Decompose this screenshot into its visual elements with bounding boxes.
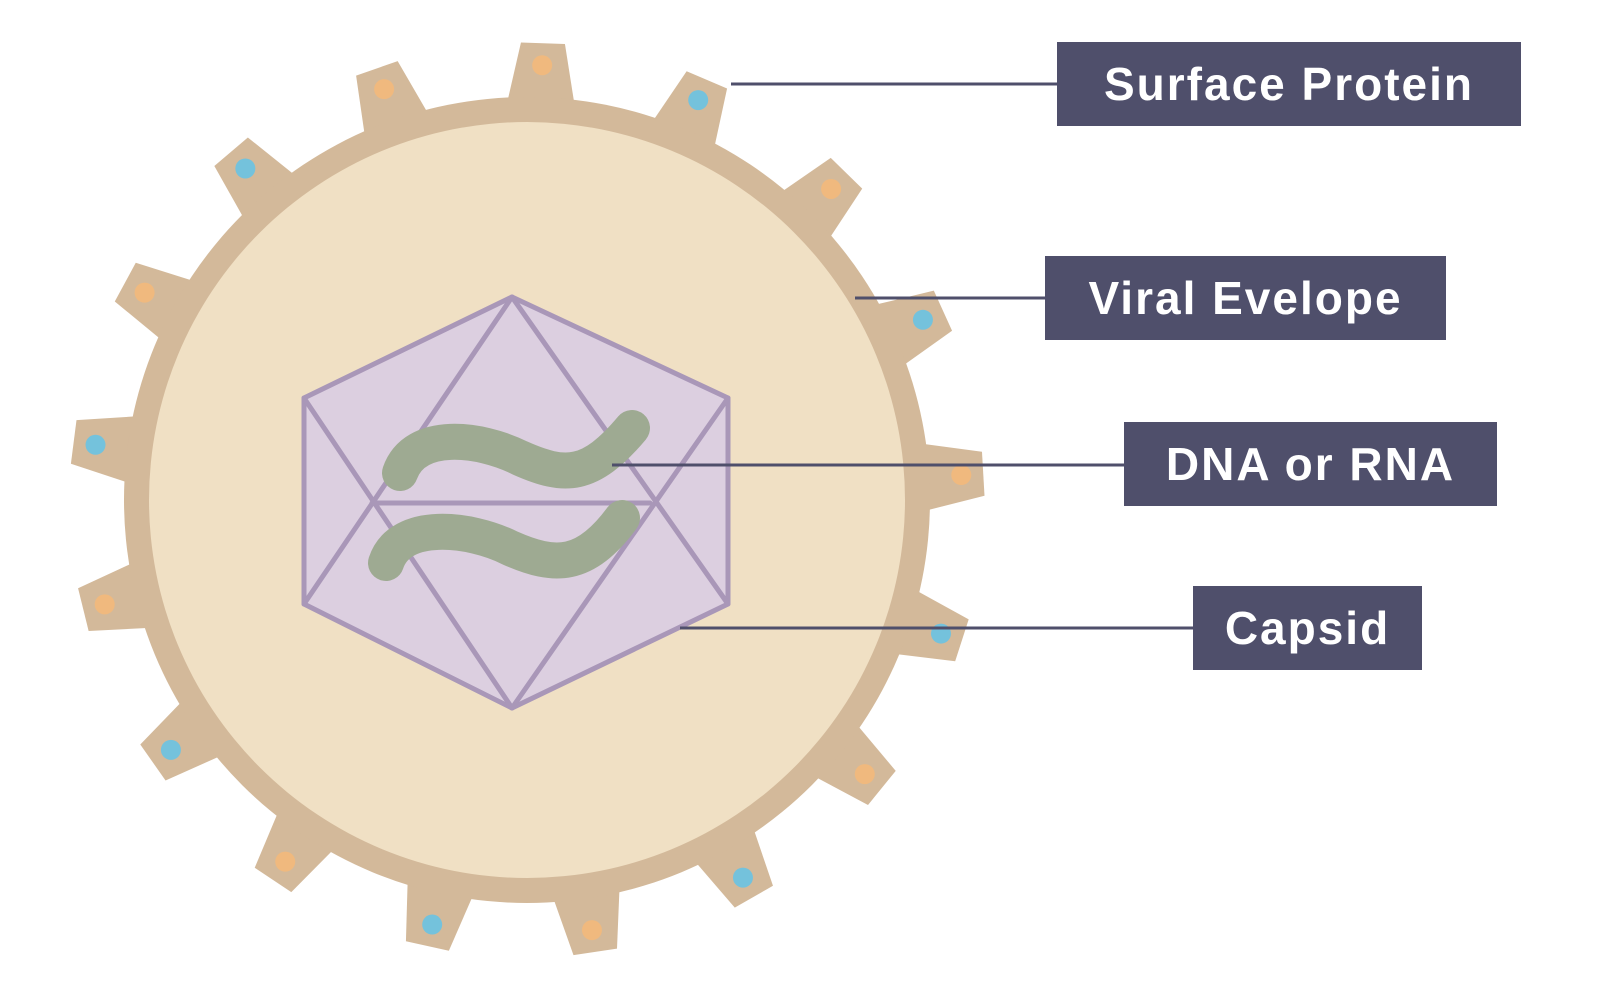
surface-protein-marker	[235, 158, 256, 179]
surface-protein-spike	[214, 137, 298, 221]
genome-strand	[368, 500, 640, 581]
surface-protein-marker	[532, 55, 553, 76]
surface-protein-marker	[160, 739, 181, 760]
surface-protein-marker	[581, 920, 602, 941]
surface-protein-marker	[422, 914, 443, 935]
surface-protein-spike	[812, 722, 896, 806]
surface-protein-spike	[778, 157, 863, 242]
viral-envelope-label-text: Viral Evelope	[1088, 272, 1403, 324]
capsid-label-text: Capsid	[1224, 602, 1391, 654]
surface-protein-marker	[275, 851, 296, 872]
surface-protein-marker	[821, 178, 842, 199]
surface-protein-marker	[912, 309, 933, 330]
surface-protein-marker	[688, 90, 709, 111]
genome-label-text: DNA or RNA	[1165, 438, 1456, 490]
surface-protein-spike	[552, 885, 620, 956]
genome-strands	[368, 410, 650, 581]
surface-protein-spike	[114, 262, 196, 342]
viral-envelope-label: Viral Evelope	[1045, 256, 1446, 340]
surface-protein-marker	[134, 282, 155, 303]
surface-protein-marker	[951, 465, 972, 486]
surface-protein-marker	[374, 79, 395, 100]
surface-protein-spike	[693, 826, 773, 908]
surface-protein-label-text: Surface Protein	[1104, 58, 1474, 110]
leader-lines	[612, 82, 1193, 630]
surface-protein-marker	[94, 594, 115, 615]
surface-protein-label: Surface Protein	[1057, 42, 1521, 126]
surface-protein-spike	[254, 809, 336, 893]
capsid-label: Capsid	[1193, 586, 1422, 670]
surface-protein-marker	[854, 764, 875, 785]
surface-protein-marker	[85, 434, 106, 455]
surface-protein-spike	[140, 699, 224, 781]
surface-protein-spikes	[70, 42, 985, 956]
genome-strand	[382, 410, 650, 491]
genome-label: DNA or RNA	[1124, 422, 1497, 506]
surface-protein-marker	[732, 867, 753, 888]
surface-protein-spike	[70, 416, 140, 484]
